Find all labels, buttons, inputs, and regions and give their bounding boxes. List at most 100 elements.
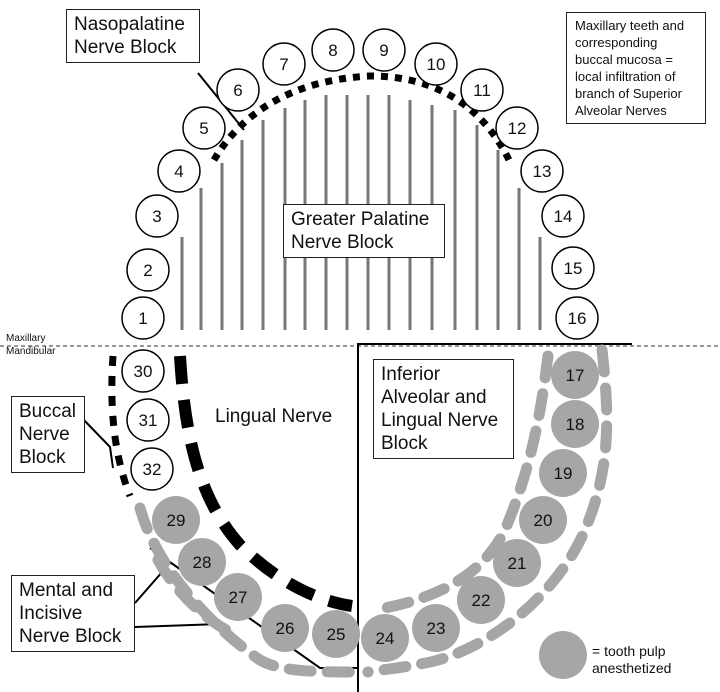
tooth-28: 28 — [178, 538, 226, 586]
tooth-circle — [311, 28, 355, 72]
tooth-number: 10 — [427, 55, 446, 74]
tooth-circle — [262, 42, 306, 86]
tooth-number: 25 — [327, 625, 346, 644]
maxillary-infiltration-note: Maxillary teeth and corresponding buccal… — [566, 12, 706, 124]
greater-palatine-label: Greater Palatine Nerve Block — [283, 204, 445, 258]
tooth-29: 29 — [152, 496, 200, 544]
tooth-number: 23 — [427, 619, 446, 638]
tooth-circle — [130, 447, 174, 491]
tooth-30: 30 — [121, 349, 165, 393]
tooth-circle — [182, 106, 226, 150]
tooth-circle — [121, 349, 165, 393]
tooth-number: 20 — [534, 511, 553, 530]
right-outer-grey-dash — [362, 344, 613, 678]
tooth-number: 19 — [554, 464, 573, 483]
mental-incisive-label: Mental and Incisive Nerve Block — [11, 575, 135, 652]
tooth-circle — [495, 106, 539, 150]
inferior-alveolar-label: Inferior Alveolar and Lingual Nerve Bloc… — [373, 359, 514, 459]
tooth-12: 12 — [495, 106, 539, 150]
tooth-13: 13 — [520, 149, 564, 193]
tooth-circle — [121, 296, 165, 340]
tooth-32: 32 — [130, 447, 174, 491]
tooth-circle — [152, 496, 200, 544]
tooth-circle — [178, 538, 226, 586]
tooth-circle — [135, 194, 179, 238]
tooth-circle — [261, 604, 309, 652]
nasopalatine-label: Nasopalatine Nerve Block — [66, 9, 200, 63]
tooth-circle — [216, 68, 260, 112]
legend-swatch — [539, 631, 587, 679]
legend-label: = tooth pulp anesthetized — [592, 643, 672, 676]
tooth-number: 8 — [328, 41, 337, 60]
tooth-number: 11 — [473, 81, 491, 100]
tooth-4: 4 — [157, 149, 201, 193]
tooth-23: 23 — [412, 604, 460, 652]
tooth-15: 15 — [551, 246, 595, 290]
tooth-circle — [541, 194, 585, 238]
tooth-circle — [519, 496, 567, 544]
tooth-number: 18 — [566, 415, 585, 434]
tooth-7: 7 — [262, 42, 306, 86]
tooth-number: 17 — [566, 366, 585, 385]
tooth-circle — [457, 576, 505, 624]
tooth-3: 3 — [135, 194, 179, 238]
tooth-number: 4 — [174, 162, 183, 181]
mandibular-label: Mandibular — [6, 346, 56, 357]
tooth-31: 31 — [126, 398, 170, 442]
tooth-18: 18 — [551, 400, 599, 448]
tooth-number: 12 — [508, 119, 527, 138]
tooth-circle — [520, 149, 564, 193]
tooth-1: 1 — [121, 296, 165, 340]
tooth-circle — [551, 351, 599, 399]
tooth-circle — [539, 449, 587, 497]
tooth-number: 24 — [376, 629, 395, 648]
lingual-nerve-dashed-line — [174, 355, 353, 612]
tooth-number: 16 — [568, 309, 587, 328]
tooth-25: 25 — [312, 610, 360, 658]
tooth-circle — [551, 246, 595, 290]
tooth-22: 22 — [457, 576, 505, 624]
right-inner-grey-dash — [369, 350, 554, 616]
tooth-14: 14 — [541, 194, 585, 238]
tooth-number: 31 — [139, 411, 158, 430]
buccal-leader — [81, 417, 114, 469]
tooth-circle — [412, 604, 460, 652]
tooth-circle — [493, 539, 541, 587]
tooth-number: 7 — [279, 55, 288, 74]
tooth-number: 15 — [564, 259, 583, 278]
tooth-circle — [555, 296, 599, 340]
tooth-2: 2 — [126, 248, 170, 292]
tooth-20: 20 — [519, 496, 567, 544]
tooth-number: 26 — [276, 619, 295, 638]
tooth-circle — [414, 42, 458, 86]
tooth-circle — [551, 400, 599, 448]
tooth-16: 16 — [555, 296, 599, 340]
tooth-number: 27 — [229, 588, 248, 607]
tooth-circle — [460, 68, 504, 112]
tooth-24: 24 — [361, 614, 409, 662]
tooth-circle — [312, 610, 360, 658]
tooth-11: 11 — [460, 68, 504, 112]
tooth-27: 27 — [214, 573, 262, 621]
nasopalatine-dotted-arc — [210, 72, 514, 164]
tooth-10: 10 — [414, 42, 458, 86]
tooth-number: 1 — [138, 309, 147, 328]
mental-leader-lower — [134, 623, 221, 628]
tooth-19: 19 — [539, 449, 587, 497]
lingual-nerve-label: Lingual Nerve — [215, 406, 333, 427]
tooth-circle — [361, 614, 409, 662]
tooth-number: 29 — [167, 511, 186, 530]
tooth-number: 28 — [193, 553, 212, 572]
right-mandible-boundary — [357, 343, 632, 692]
tooth-number: 9 — [379, 41, 388, 60]
left-inner-grey-dash — [152, 554, 238, 639]
tooth-number: 22 — [472, 591, 491, 610]
tooth-circle — [126, 398, 170, 442]
tooth-9: 9 — [362, 28, 406, 72]
tooth-number: 13 — [533, 162, 552, 181]
maxillary-label: Maxillary — [6, 333, 46, 344]
buccal-nerve-dotted-line — [108, 355, 134, 498]
tooth-number: 21 — [508, 554, 527, 573]
tooth-21: 21 — [493, 539, 541, 587]
